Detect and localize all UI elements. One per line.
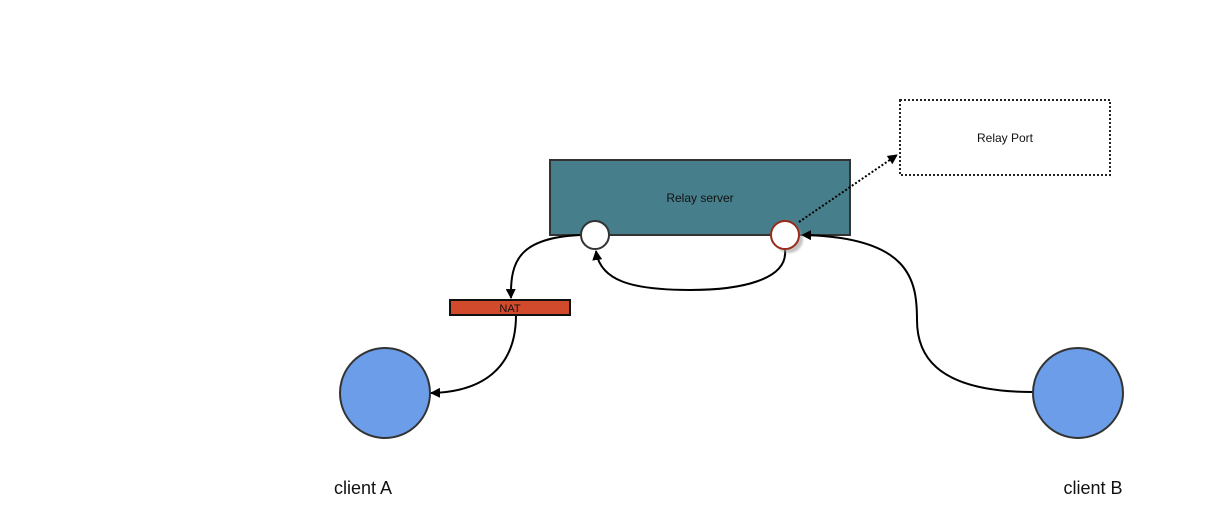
port-right[interactable] xyxy=(770,220,800,250)
port-left[interactable] xyxy=(580,220,610,250)
relay-server-label: Relay server xyxy=(666,191,733,205)
client-b-node[interactable] xyxy=(1032,347,1124,439)
client-b-label: client B xyxy=(1063,478,1122,498)
client-a-label: client A xyxy=(334,478,392,498)
edge-client-b-to-port-right xyxy=(801,230,1034,393)
edge-relay-to-nat xyxy=(505,234,581,299)
client-a-node[interactable] xyxy=(339,347,431,439)
relay-port-box[interactable]: Relay Port xyxy=(899,99,1111,176)
relay-port-label: Relay Port xyxy=(977,131,1034,145)
edge-port-right-to-port-left xyxy=(592,249,787,292)
edge-nat-to-client-a xyxy=(430,314,517,398)
nat-box[interactable]: NAT xyxy=(449,299,571,316)
nat-label: NAT xyxy=(499,303,520,315)
